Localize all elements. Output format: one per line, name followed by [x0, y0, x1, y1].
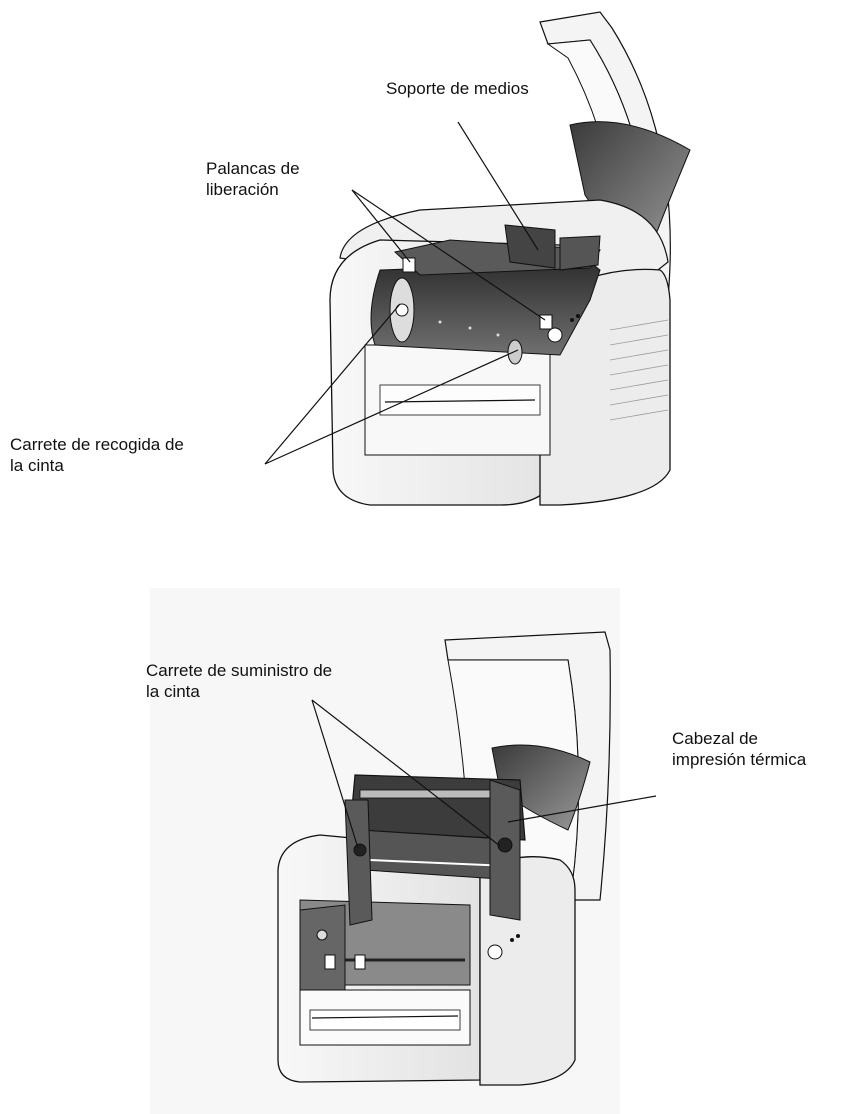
label-media-holder: Soporte de medios [386, 78, 529, 99]
label-ribbon-takeup: Carrete de recogida de la cinta [10, 434, 184, 476]
label-ribbon-supply-line-2: la cinta [146, 682, 200, 701]
label-release-levers-line-1: Palancas de [206, 159, 300, 178]
label-thermal-head-line-1: Cabezal de [672, 729, 759, 748]
top-release-lever-left [402, 257, 416, 273]
label-ribbon-takeup-line-1: Carrete de recogida de [10, 435, 184, 454]
bottom-printer-illustration [277, 631, 611, 1086]
label-release-levers: Palancas de liberación [206, 158, 300, 200]
bottom-power-button [487, 944, 503, 960]
label-thermal-head-line-2: impresión térmica [672, 750, 807, 769]
label-ribbon-supply: Carrete de suministro de la cinta [146, 660, 332, 702]
label-media-holder-line-1: Soporte de medios [386, 79, 529, 98]
top-power-button [547, 327, 563, 343]
label-thermal-head: Cabezal de impresión térmica [672, 728, 806, 770]
top-media-holder [504, 224, 556, 269]
top-printer-illustration [329, 11, 691, 506]
label-ribbon-takeup-line-2: la cinta [10, 456, 64, 475]
label-ribbon-supply-line-1: Carrete de suministro de [146, 661, 333, 680]
top-release-lever-right [539, 314, 553, 330]
bottom-printer-cover-window [491, 744, 591, 831]
bottom-leader-lines [311, 699, 657, 849]
bottom-ribbon-supply-spool-left [344, 799, 373, 926]
label-release-levers-line-2: liberación [206, 180, 279, 199]
top-leader-lines [264, 121, 546, 465]
